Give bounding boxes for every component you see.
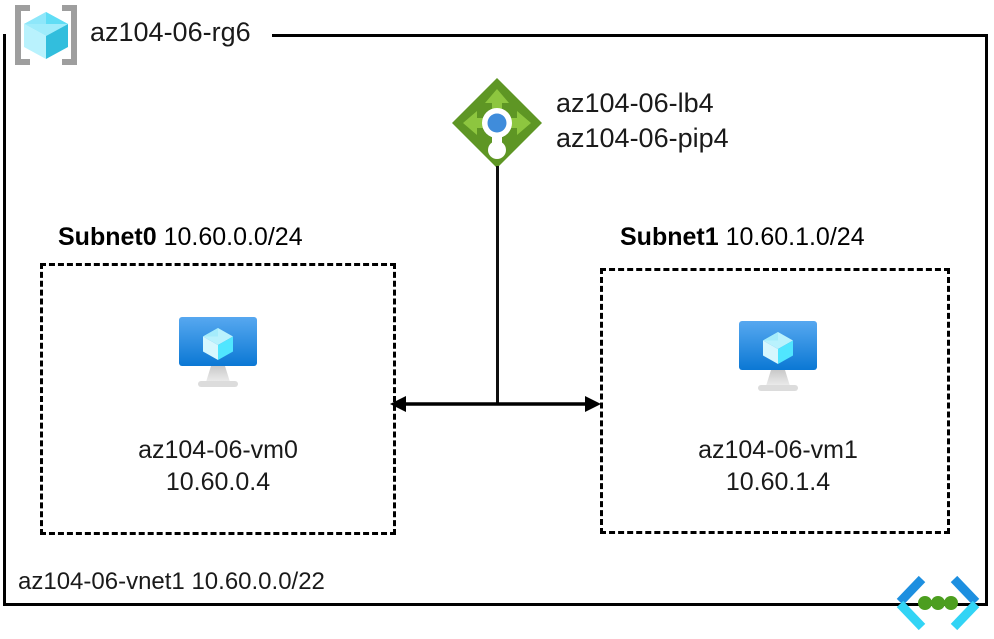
virtual-machine-icon xyxy=(733,317,823,397)
load-balancer-labels: az104-06-lb4 az104-06-pip4 xyxy=(556,86,729,156)
vm1-name: az104-06-vm1 xyxy=(698,436,858,464)
vm1-label: az104-06-vm1 10.60.1.4 xyxy=(618,434,938,498)
vm0-ip: 10.60.0.4 xyxy=(165,468,271,496)
subnet1-name: Subnet1 xyxy=(620,223,719,251)
resource-group-border-bottom xyxy=(3,603,988,606)
subnet0-box xyxy=(40,263,396,535)
resource-group-border-left xyxy=(3,34,6,606)
virtual-network-icon xyxy=(892,573,984,635)
subnet0-title: Subnet0 10.60.0.0/24 xyxy=(58,222,303,252)
subnet0-name: Subnet0 xyxy=(58,223,157,251)
virtual-network-label: az104-06-vnet1 10.60.0.0/22 xyxy=(18,568,325,595)
load-balancer-icon xyxy=(450,76,544,170)
load-balancer-stem-line xyxy=(496,166,499,404)
subnet-to-subnet-arrow xyxy=(388,388,603,420)
vm0-label: az104-06-vm0 10.60.0.4 xyxy=(58,434,378,498)
vm0-name: az104-06-vm0 xyxy=(138,436,298,464)
resource-group-cube-icon xyxy=(10,4,82,66)
resource-group-label: az104-06-rg6 xyxy=(90,17,251,47)
resource-group-border-top xyxy=(272,34,988,37)
vm1-ip: 10.60.1.4 xyxy=(725,468,831,496)
load-balancer-name: az104-06-lb4 xyxy=(556,88,714,118)
subnet0-cidr: 10.60.0.0/24 xyxy=(163,223,303,251)
subnet1-box xyxy=(600,268,950,534)
subnet1-cidr: 10.60.1.0/24 xyxy=(725,223,865,251)
public-ip-name: az104-06-pip4 xyxy=(556,123,729,153)
subnet1-title: Subnet1 10.60.1.0/24 xyxy=(620,222,865,252)
virtual-machine-icon xyxy=(173,313,263,393)
resource-group-border-right xyxy=(985,34,988,606)
